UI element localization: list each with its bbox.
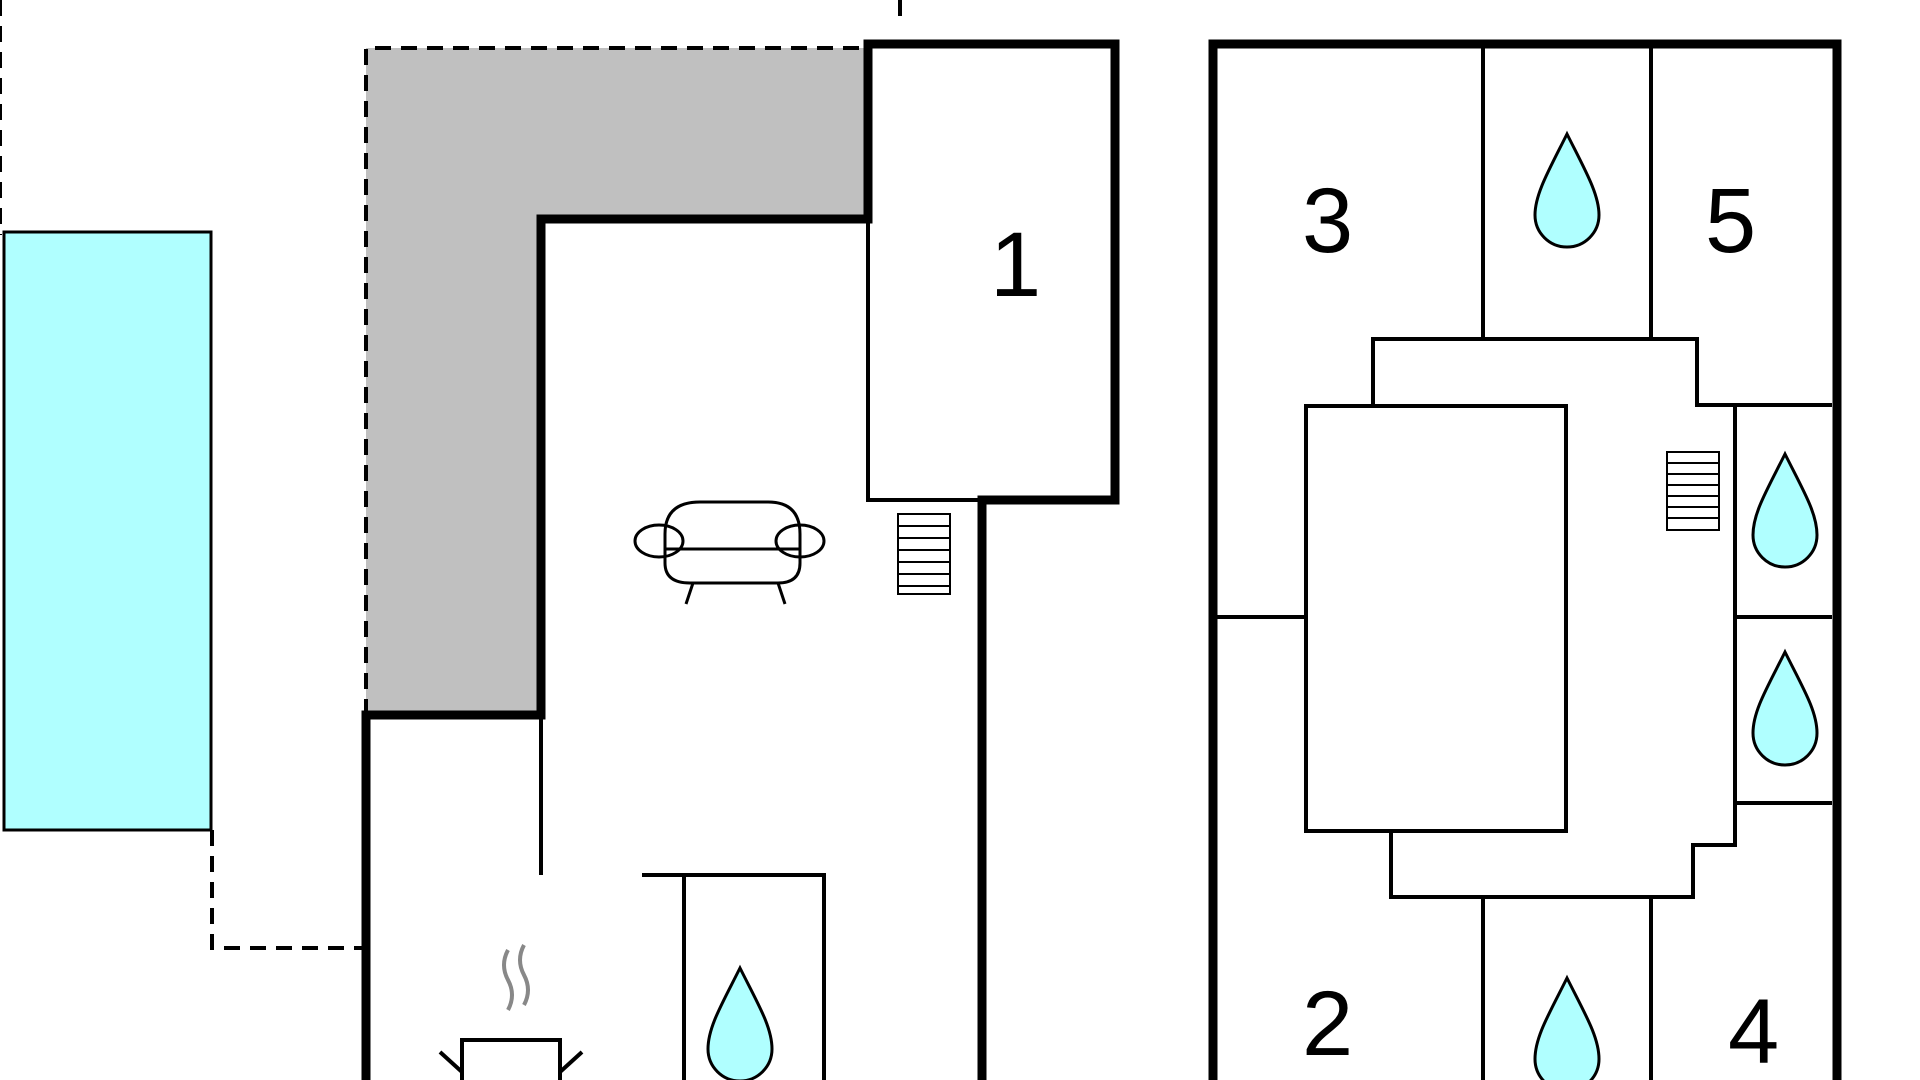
steam-icon (502, 944, 530, 1011)
room-number-2: 2 (1302, 973, 1353, 1075)
right-building-inner-walls (1215, 44, 1832, 1080)
right-building-outline (1208, 39, 1842, 1080)
stairs-icon (897, 513, 951, 595)
covered-terrace (366, 48, 868, 715)
left-building-walls (361, 39, 1120, 1080)
water-drop-icon (1751, 450, 1819, 569)
stairs-icon (1666, 451, 1720, 531)
room-number-4: 4 (1728, 981, 1779, 1080)
bathroom-left-walls (642, 873, 826, 1080)
sofa-icon (633, 500, 826, 605)
water-drop-icon (1533, 130, 1601, 249)
water-drop-icon (1751, 648, 1819, 767)
swimming-pool (2, 230, 213, 832)
cooking-icon (438, 944, 584, 1080)
central-table (1304, 404, 1568, 833)
room-number-3: 3 (1302, 170, 1353, 272)
terrace-outline (0, 0, 902, 950)
water-drop-icon (706, 964, 774, 1080)
water-drop-icon (1533, 974, 1601, 1080)
room-1-inner-wall (866, 219, 982, 502)
covered-terrace-outline (364, 46, 868, 715)
room-number-1: 1 (990, 214, 1041, 316)
room-number-5: 5 (1705, 170, 1756, 272)
